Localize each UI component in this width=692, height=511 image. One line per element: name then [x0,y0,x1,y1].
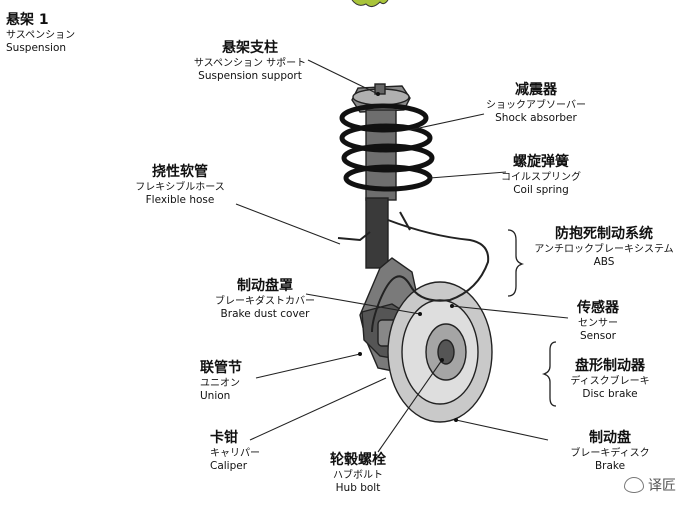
label-shock-zh: 减震器 [476,82,596,100]
label-hose: 挠性软管 フレキシブルホース Flexible hose [120,164,240,207]
label-hub-bolt-zh: 轮毂螺栓 [310,452,406,470]
label-rotor-jp: ブレーキディスク [560,448,660,461]
label-rotor: 制动盘 ブレーキディスク Brake [560,430,660,473]
label-hose-en: Flexible hose [120,194,240,207]
label-suspension-zh: 悬架 1 [6,12,75,30]
label-spring: 螺旋弹簧 コイルスプリング Coil spring [486,154,596,197]
label-hose-jp: フレキシブルホース [120,182,240,195]
label-shock: 减震器 ショックアブソーバー Shock absorber [476,82,596,125]
label-disc-brake: 盘形制动器 ディスクブレーキ Disc brake [560,358,660,401]
label-shock-en: Shock absorber [476,112,596,125]
wechat-icon [624,477,644,493]
label-strut-mount-jp: サスペンション サポート [180,58,320,71]
label-rotor-zh: 制动盘 [560,430,660,448]
label-spring-zh: 螺旋弹簧 [486,154,596,172]
label-disc-brake-en: Disc brake [560,388,660,401]
top-ornament [352,0,388,7]
label-abs-zh: 防抱死制动系统 [524,226,684,244]
label-strut-mount-zh: 悬架支柱 [180,40,320,58]
label-abs-jp: アンチロックブレーキシステム [524,244,684,257]
label-union-jp: ユニオン [200,378,242,391]
label-suspension-jp: サスペンション [6,30,75,43]
label-spring-jp: コイルスプリング [486,172,596,185]
label-shock-jp: ショックアブソーバー [476,100,596,113]
label-dust-cover-zh: 制动盘罩 [200,278,330,296]
label-hose-zh: 挠性软管 [120,164,240,182]
label-dust-cover-en: Brake dust cover [200,308,330,321]
label-disc-brake-jp: ディスクブレーキ [560,376,660,389]
watermark: 译匠 [624,475,676,495]
label-caliper-en: Caliper [210,460,260,473]
label-caliper: 卡钳 キャリパー Caliper [210,430,260,473]
label-rotor-en: Brake [560,460,660,473]
label-suspension-en: Suspension [6,42,75,55]
strut-assembly [338,84,492,422]
label-sensor-jp: センサー [566,318,630,331]
label-hub-bolt-en: Hub bolt [310,482,406,495]
label-hub-bolt: 轮毂螺栓 ハブボルト Hub bolt [310,452,406,495]
label-strut-mount-en: Suspension support [180,70,320,83]
label-union-zh: 联管节 [200,360,242,378]
watermark-text: 译匠 [648,475,676,495]
label-spring-en: Coil spring [486,184,596,197]
label-caliper-jp: キャリパー [210,448,260,461]
label-union-en: Union [200,390,242,403]
label-caliper-zh: 卡钳 [210,430,260,448]
label-sensor: 传感器 センサー Sensor [566,300,630,343]
label-abs: 防抱死制动系统 アンチロックブレーキシステム ABS [524,226,684,269]
label-hub-bolt-jp: ハブボルト [310,470,406,483]
label-strut-mount: 悬架支柱 サスペンション サポート Suspension support [180,40,320,83]
label-sensor-zh: 传感器 [566,300,630,318]
label-dust-cover: 制动盘罩 ブレーキダストカバー Brake dust cover [200,278,330,321]
label-abs-en: ABS [524,256,684,269]
label-suspension: 悬架 1 サスペンション Suspension [6,12,75,55]
label-union: 联管节 ユニオン Union [200,360,242,403]
label-dust-cover-jp: ブレーキダストカバー [200,296,330,309]
label-disc-brake-zh: 盘形制动器 [560,358,660,376]
label-sensor-en: Sensor [566,330,630,343]
